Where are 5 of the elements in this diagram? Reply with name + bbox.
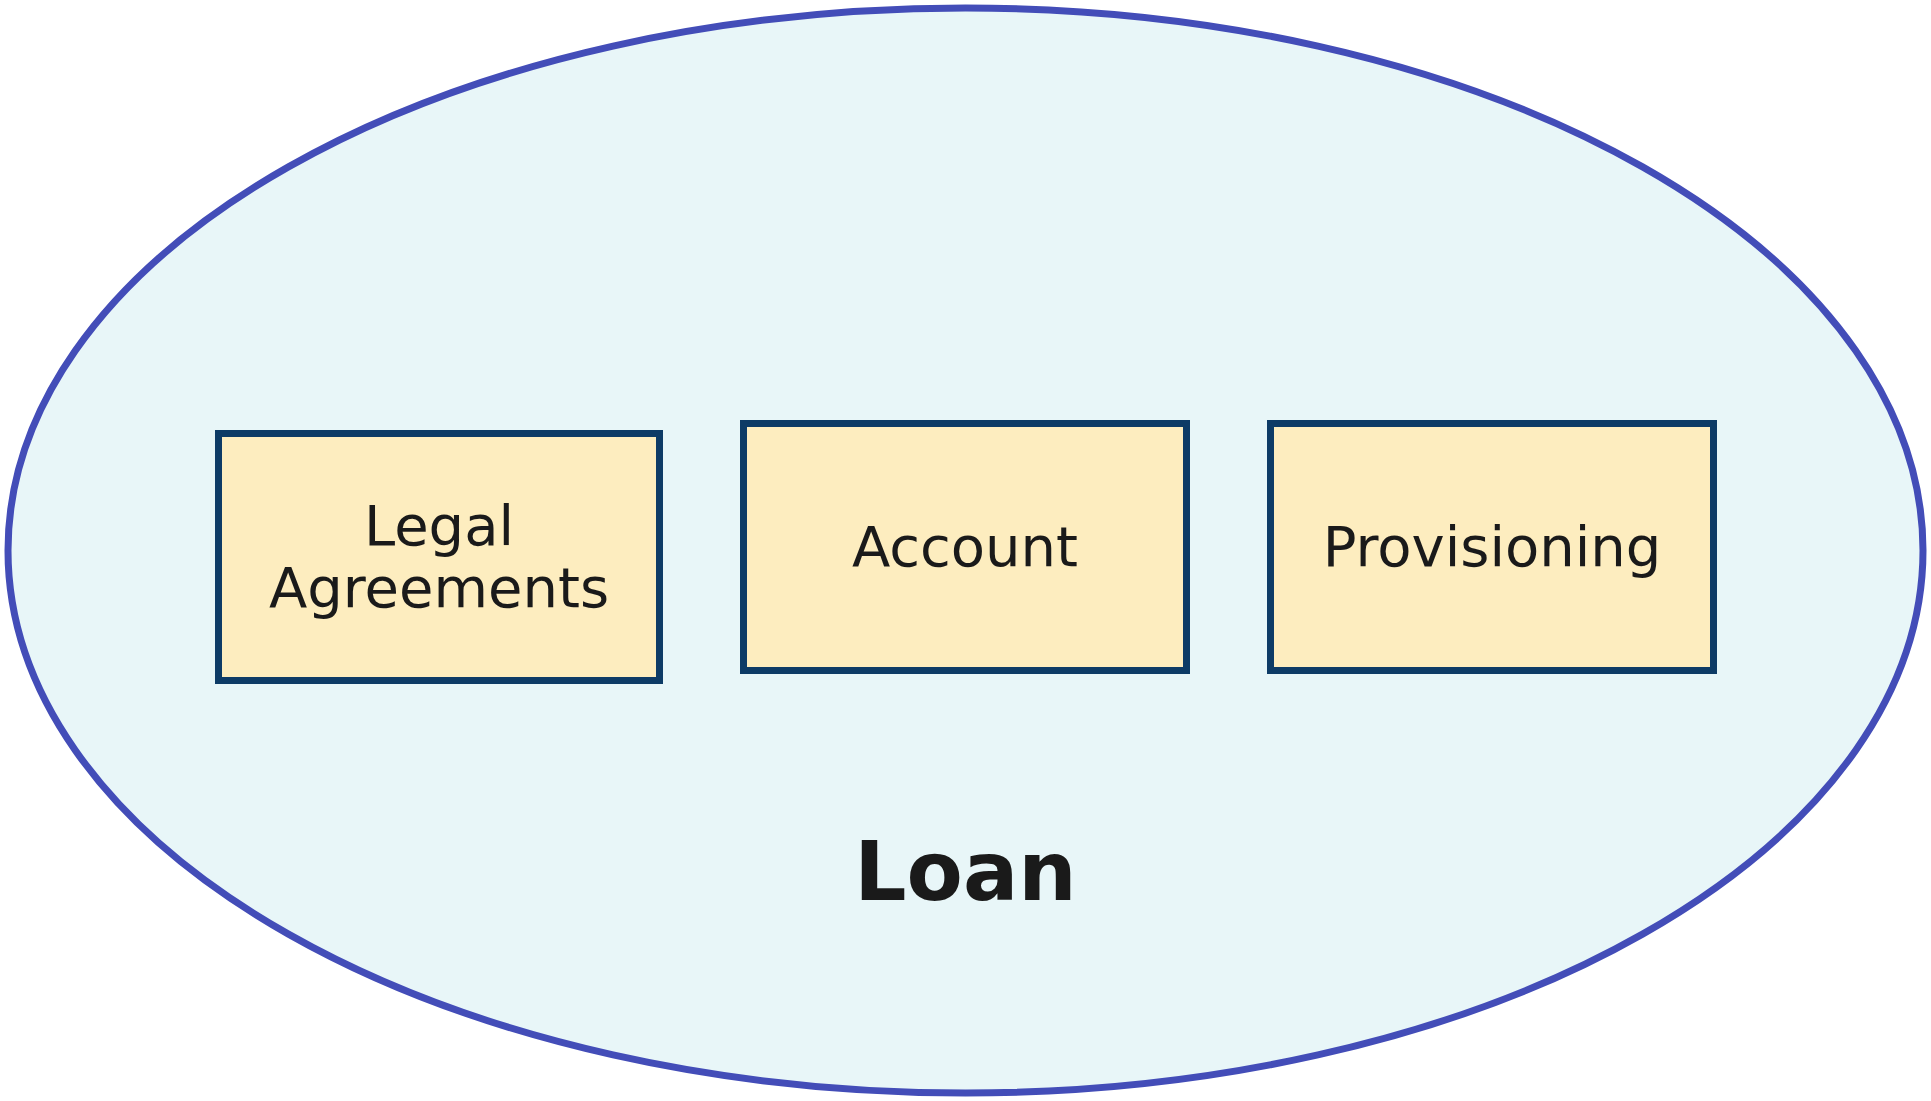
component-box: Provisioning xyxy=(1267,420,1717,674)
group-ellipse xyxy=(4,4,1927,1097)
group-title: Loan xyxy=(853,824,1078,919)
component-box: Account xyxy=(740,420,1190,674)
component-box: Legal Agreements xyxy=(215,430,663,684)
